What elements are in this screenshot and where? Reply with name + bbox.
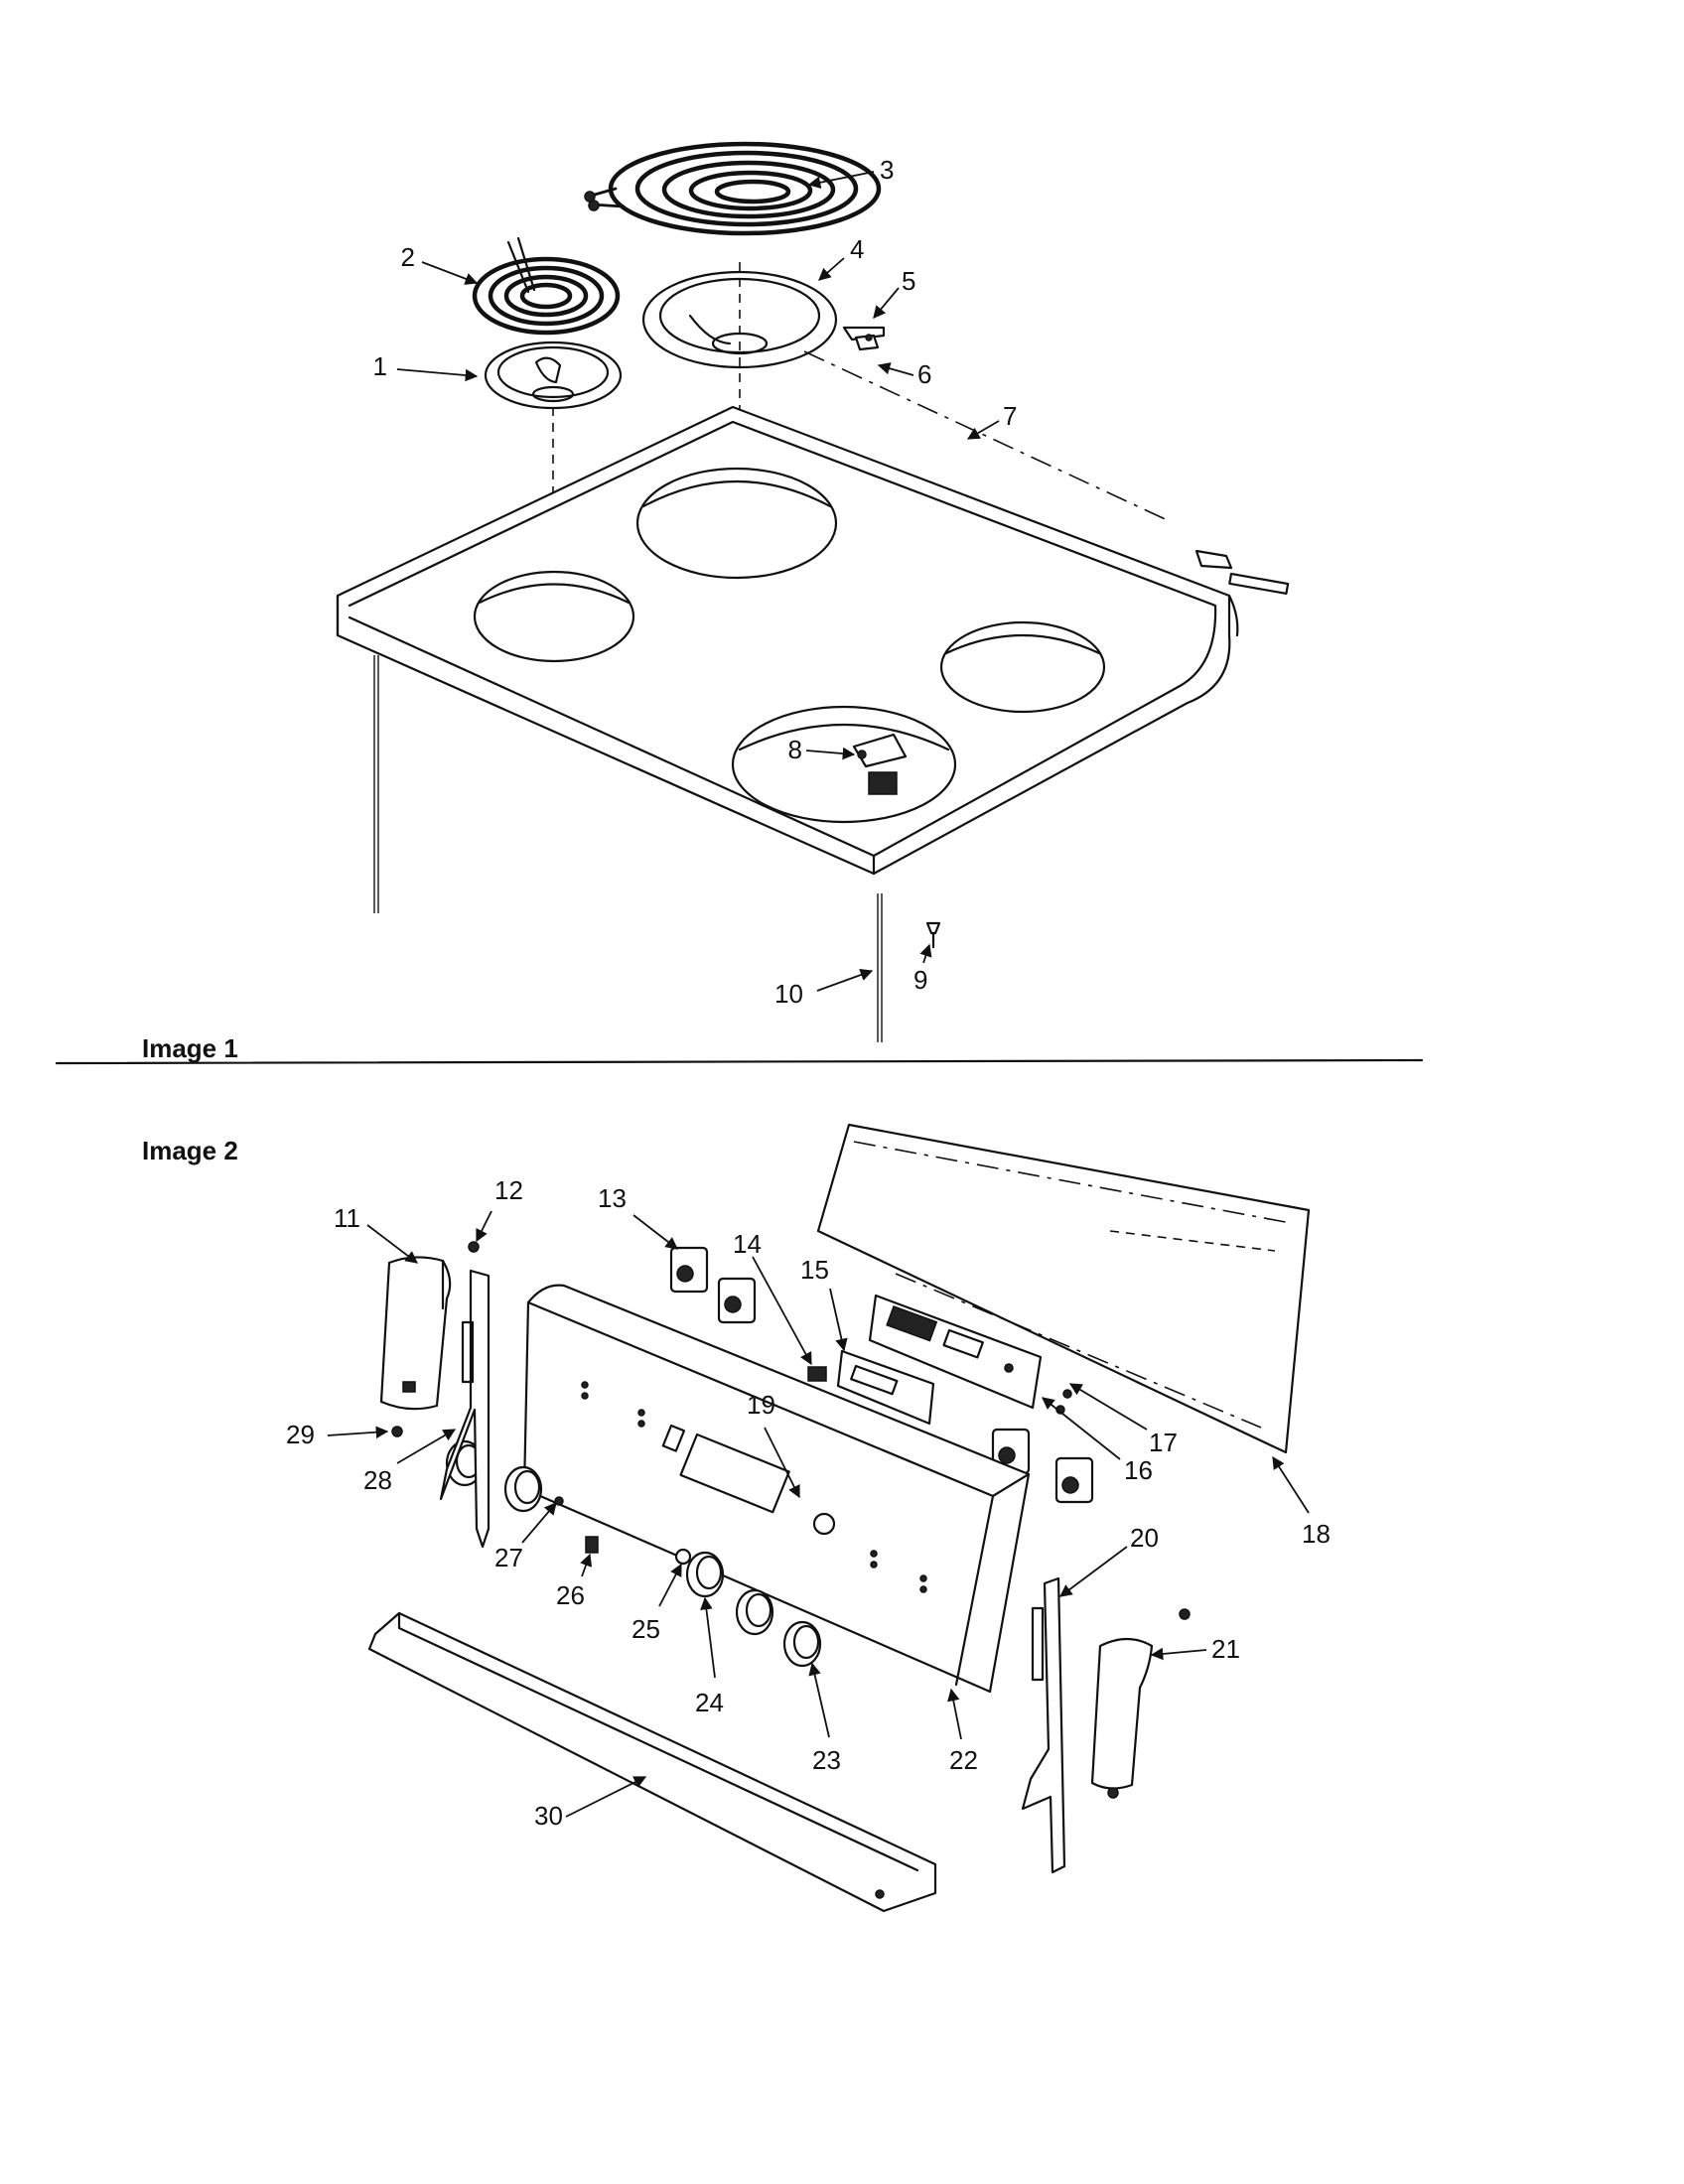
callout-15: 15: [800, 1255, 829, 1285]
callout-3: 3: [880, 155, 894, 185]
callout-20: 20: [1130, 1523, 1159, 1553]
callout-30: 30: [534, 1801, 563, 1831]
control-panel-assembly: [367, 1123, 1311, 1913]
rocker-switch: [807, 1366, 827, 1382]
callout-13: 13: [598, 1183, 627, 1213]
callout-22: 22: [949, 1745, 978, 1775]
image-1-callouts: 1 2 3 4 5 6 7 8 9 10: [373, 155, 1018, 1009]
trim-strip: [367, 1611, 937, 1913]
section-label-image-2: Image 2: [142, 1136, 238, 1165]
large-drip-pan: [641, 270, 838, 369]
callout-4: 4: [850, 234, 864, 264]
left-end-cap: [379, 1256, 452, 1411]
callout-25: 25: [632, 1614, 660, 1644]
callout-2: 2: [401, 242, 415, 272]
callout-6: 6: [917, 359, 931, 389]
callout-12: 12: [494, 1175, 523, 1205]
callout-21: 21: [1211, 1634, 1240, 1664]
callout-18: 18: [1302, 1519, 1331, 1549]
callout-11: 11: [334, 1203, 360, 1233]
clock-overlay: [836, 1349, 935, 1426]
clock-control-board: [868, 1294, 1043, 1410]
small-surface-element: [472, 236, 621, 336]
section-label-image-1: Image 1: [142, 1033, 238, 1063]
callout-1: 1: [373, 351, 387, 381]
section-divider: [55, 1058, 1424, 1065]
image-2-callouts: 11 12 13 14 15 16 17 18 19 20 21 22 23 2…: [286, 1175, 1331, 1831]
large-surface-element: [584, 141, 882, 236]
callout-29: 29: [286, 1420, 315, 1449]
hinge-bracket: [842, 326, 886, 351]
callout-14: 14: [733, 1229, 762, 1259]
callout-28: 28: [363, 1465, 392, 1495]
screw: [925, 921, 941, 949]
right-end-cap: [1090, 1637, 1154, 1790]
control-panel: [522, 1284, 1031, 1694]
left-end-bracket: [439, 1269, 491, 1549]
callout-23: 23: [812, 1745, 841, 1775]
callout-27: 27: [494, 1543, 523, 1572]
rear-panel: [816, 1123, 1311, 1454]
callout-19: 19: [747, 1390, 775, 1420]
terminal-block: [852, 733, 908, 795]
cooktop-assembly: [336, 141, 1290, 1042]
infinite-switch: [669, 1246, 1094, 1504]
callout-16: 16: [1124, 1455, 1153, 1485]
callout-8: 8: [788, 735, 802, 764]
indicator-light: [674, 1548, 692, 1566]
right-end-bracket: [1021, 1576, 1066, 1874]
small-drip-pan: [484, 341, 623, 410]
callout-10: 10: [774, 979, 803, 1009]
screw: [391, 1241, 1191, 1799]
clip: [585, 1536, 599, 1554]
callout-7: 7: [1003, 401, 1017, 431]
callout-5: 5: [902, 266, 915, 296]
callout-9: 9: [913, 965, 927, 995]
support-rod: [373, 655, 883, 1042]
callout-17: 17: [1149, 1428, 1178, 1457]
callout-26: 26: [556, 1580, 585, 1610]
callout-24: 24: [695, 1688, 724, 1717]
cooktop-main-top: [336, 405, 1290, 876]
